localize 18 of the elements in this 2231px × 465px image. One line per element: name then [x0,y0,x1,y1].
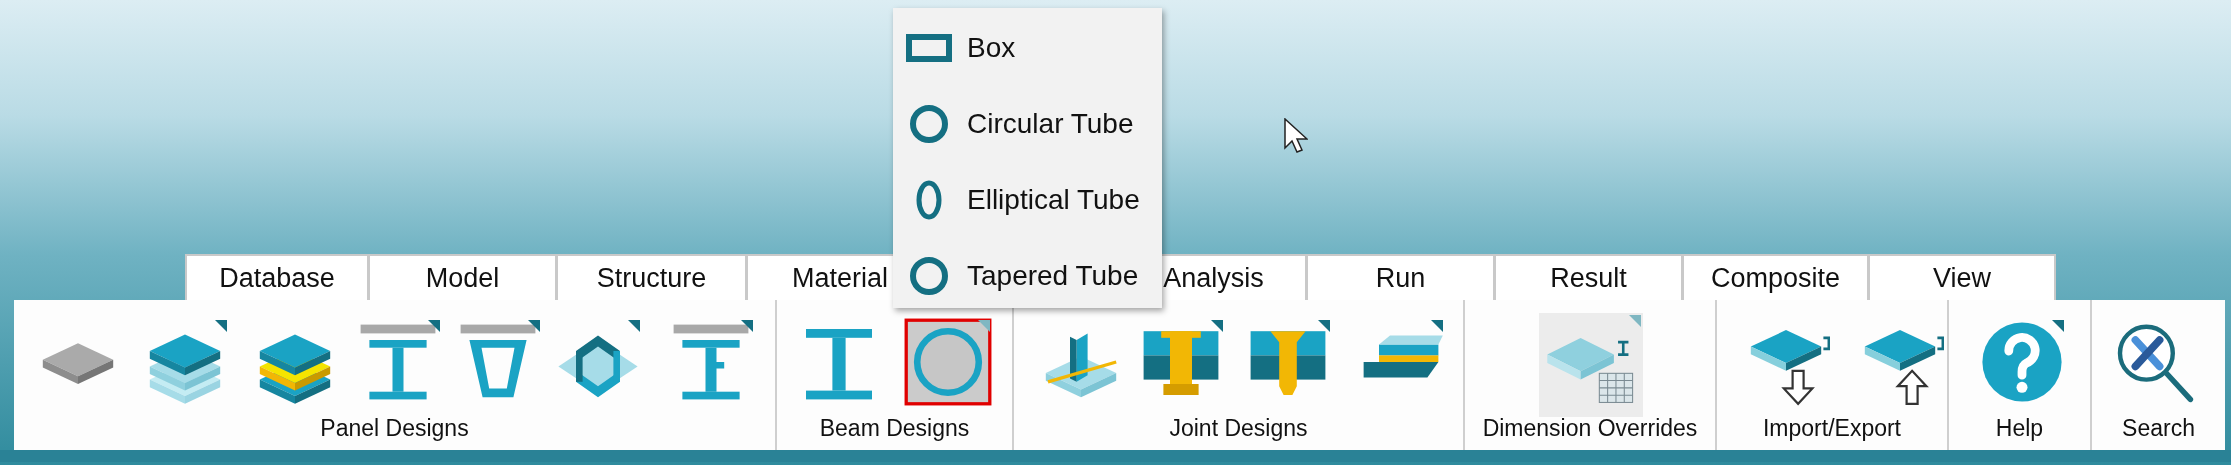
ribbon-tab: Model [368,254,557,300]
group-label: Import/Export [1761,415,1902,442]
ribbon-tab: Composite [1682,254,1869,300]
ribbon-tab: Run [1306,254,1495,300]
dropdown-menu [893,8,1162,308]
group-label: Joint Designs [1168,415,1309,442]
ribbon-tab: Structure [556,254,747,300]
ribbon-tab: Result [1494,254,1683,300]
group-label: Dimension Overrides [1481,415,1699,442]
group-label: Beam Designs [818,415,971,442]
menu-item: Elliptical Tube [905,170,1140,230]
group-label: Help [1994,415,2045,442]
menu-item: Box [905,18,1016,78]
ribbon-tab: Database [185,254,369,300]
ribbon-tab: View [1868,254,2056,300]
group-label: Search [2121,415,2196,442]
group-label: Panel Designs [319,415,470,442]
menu-item: Circular Tube [905,94,1134,154]
